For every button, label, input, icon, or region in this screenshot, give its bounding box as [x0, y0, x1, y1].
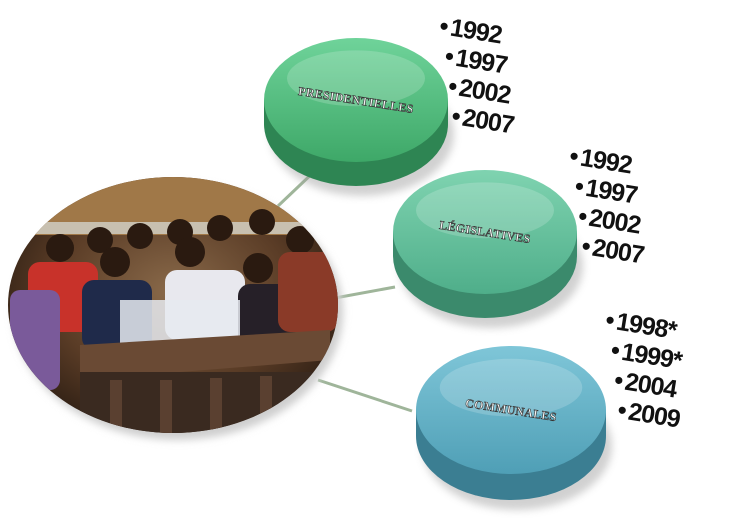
disc-highlight [416, 182, 554, 239]
disc-legislatives: LÉGISLATIVES [393, 170, 583, 328]
disc-top [393, 170, 577, 294]
disc-top [416, 346, 606, 474]
disc-top [264, 38, 448, 162]
disc-highlight [287, 50, 425, 107]
connector-communales [317, 378, 413, 413]
disc-communales: COMMUNALES [416, 346, 612, 510]
crowd-photo [8, 177, 343, 440]
disc-highlight [439, 358, 583, 417]
connector-legislatives [334, 285, 396, 300]
disc-presidentielles: PRESIDENTIELLES [264, 38, 454, 196]
